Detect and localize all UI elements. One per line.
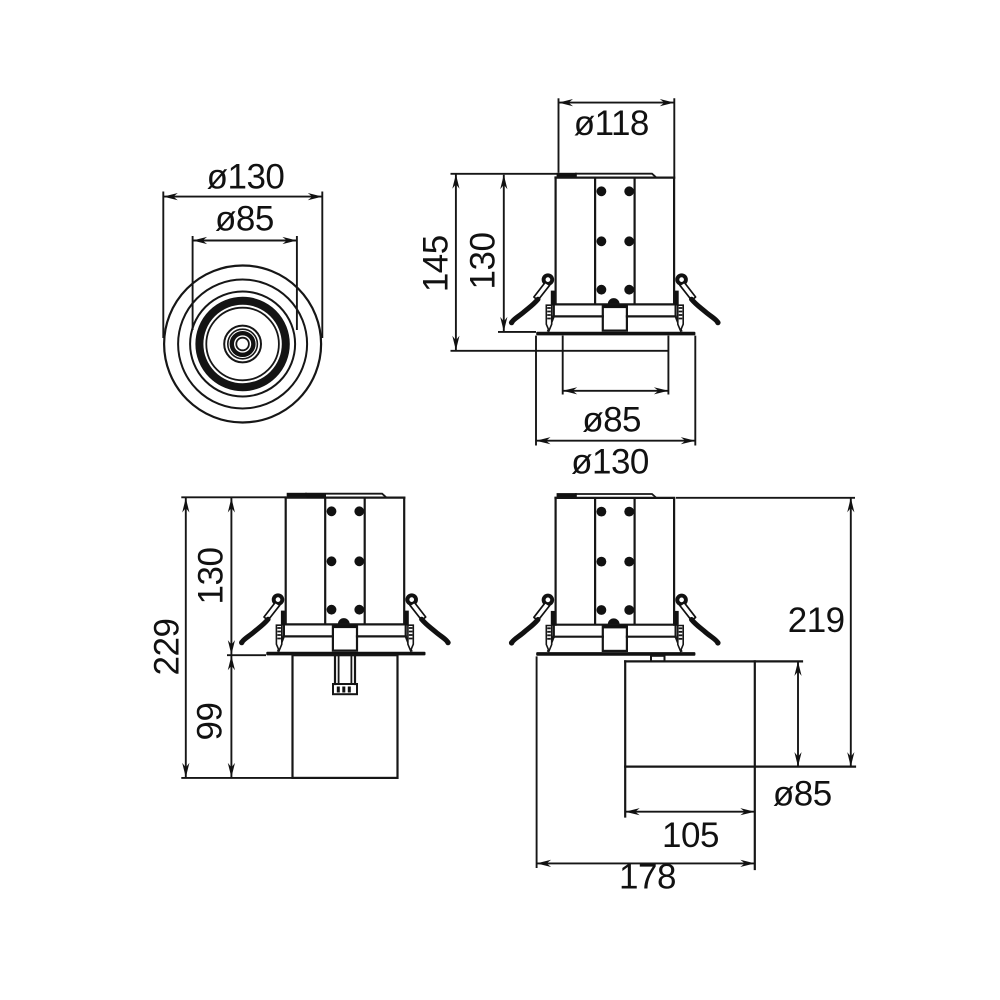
svg-text:99: 99 bbox=[191, 703, 230, 741]
svg-text:130: 130 bbox=[192, 548, 231, 605]
svg-text:229: 229 bbox=[148, 619, 187, 676]
svg-text:ø130: ø130 bbox=[571, 442, 649, 481]
svg-text:ø85: ø85 bbox=[215, 200, 274, 239]
svg-text:130: 130 bbox=[464, 233, 503, 290]
svg-text:178: 178 bbox=[619, 858, 676, 897]
svg-text:219: 219 bbox=[788, 601, 845, 640]
svg-text:ø85: ø85 bbox=[773, 775, 832, 814]
svg-text:ø130: ø130 bbox=[207, 158, 285, 197]
svg-text:105: 105 bbox=[662, 816, 719, 855]
svg-text:145: 145 bbox=[417, 235, 456, 292]
svg-text:ø118: ø118 bbox=[574, 104, 649, 143]
svg-text:ø85: ø85 bbox=[582, 400, 641, 439]
